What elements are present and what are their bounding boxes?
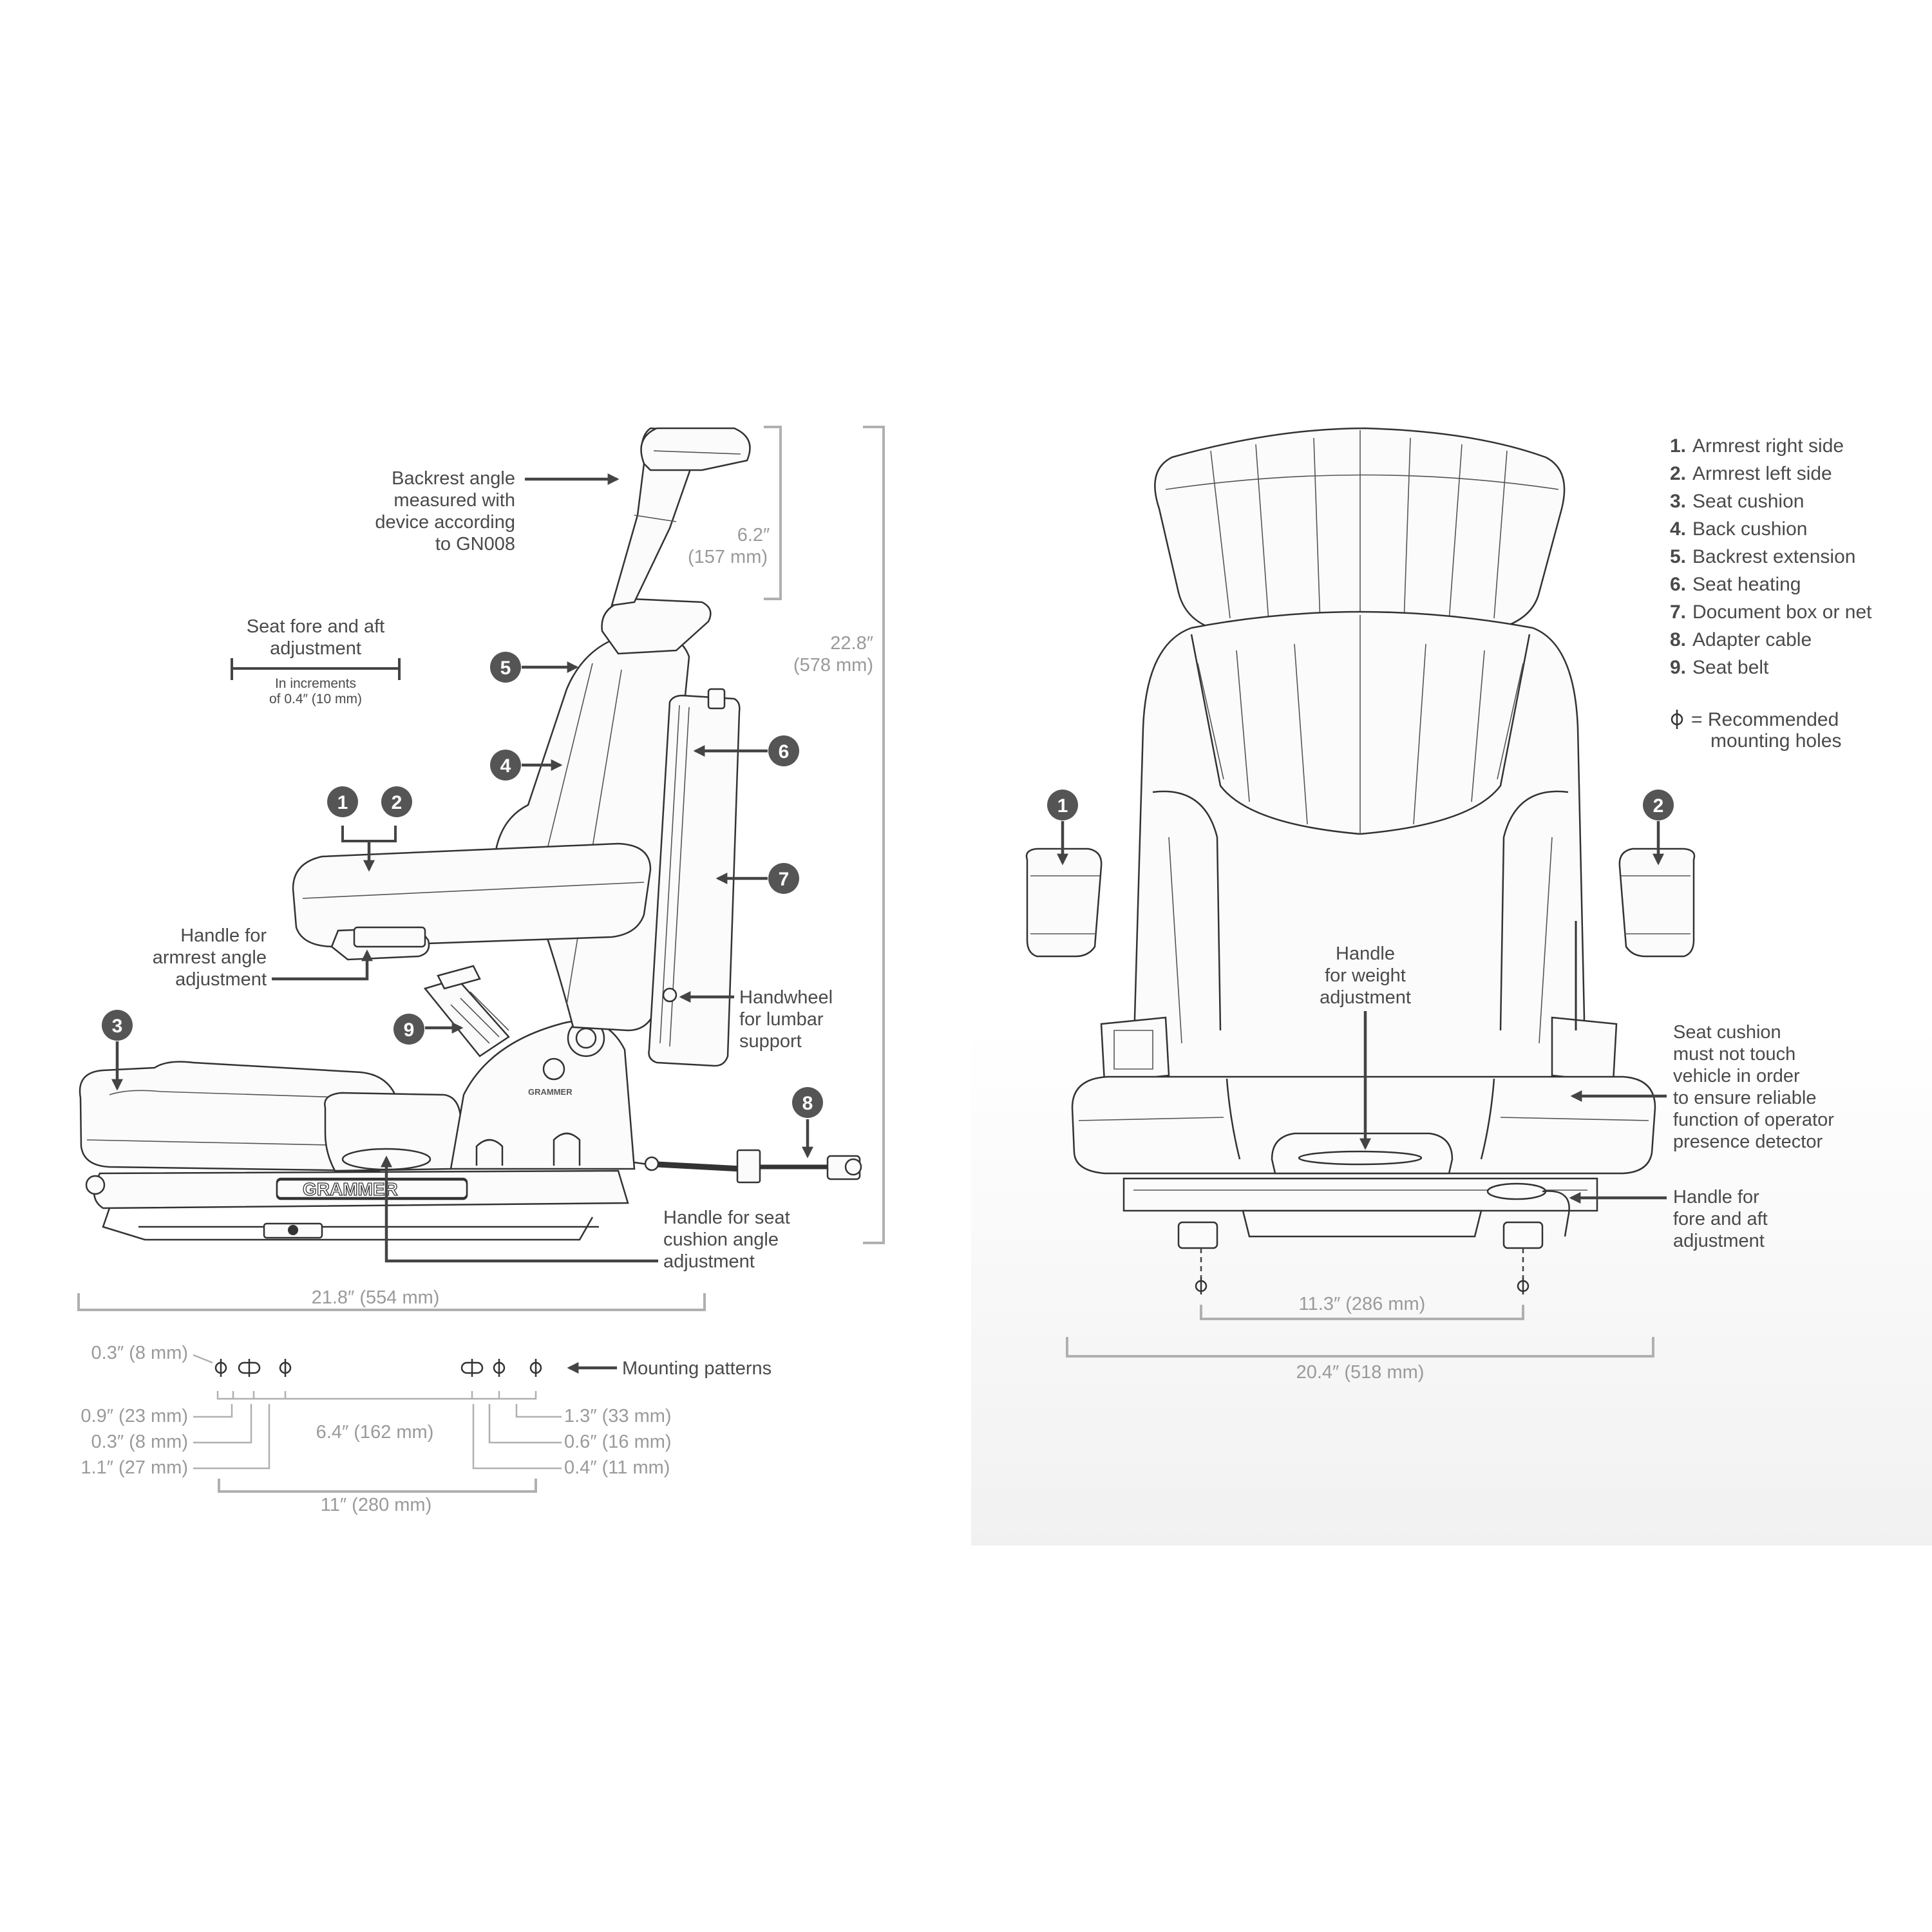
mounting-hole-icon (1671, 710, 1683, 729)
fore-aft-handle-label-line3: adjustment (1673, 1231, 1765, 1251)
legend-label-7: Document box or net (1692, 601, 1872, 623)
marker-6: 6 (779, 741, 790, 762)
cushion-note-line4: to ensure reliable (1673, 1088, 1816, 1108)
front-marker-2: 2 (1653, 795, 1664, 817)
legend-num-4: 4. (1670, 518, 1686, 540)
lumbar-label-line3: support (739, 1031, 802, 1052)
legend-label-8: Adapter cable (1692, 629, 1812, 650)
increments-label-line1: In increments (275, 676, 356, 691)
mounting-left-dim-3: 0.3″ (8 mm) (91, 1432, 188, 1452)
legend-num-7: 7. (1670, 601, 1686, 623)
marker-5: 5 (500, 658, 511, 679)
side-view-annotations: Backrest angle measured with device acco… (77, 426, 885, 1311)
backrest-angle-label-line2: measured with (393, 490, 515, 511)
legend-label-5: Backrest extension (1692, 546, 1855, 567)
fore-aft-label-line2: adjustment (270, 638, 361, 659)
cushion-note-line2: must not touch (1673, 1044, 1795, 1065)
front-view-annotations: Handle for weight adjustment Seat cushio… (1047, 790, 1834, 1383)
legend: 1. Armrest right side 2. Armrest left si… (1670, 435, 1872, 752)
dim-height-line1: 22.8″ (830, 633, 873, 654)
legend-label-9: Seat belt (1692, 657, 1769, 678)
side-base-brand: GRAMMER (303, 1179, 398, 1199)
legend-num-8: 8. (1670, 629, 1686, 650)
mounting-left-dim-2: 0.9″ (23 mm) (80, 1406, 188, 1426)
mounting-center-dim: 6.4″ (162 mm) (316, 1422, 434, 1443)
front-view-seat (1025, 427, 1696, 1294)
marker-2: 2 (392, 792, 402, 813)
weight-handle-label-line2: for weight (1325, 965, 1406, 986)
legend-num-3: 3. (1670, 491, 1686, 512)
legend-label-2: Armrest left side (1692, 463, 1832, 484)
legend-num-1: 1. (1670, 435, 1686, 457)
backrest-angle-label-line4: to GN008 (435, 534, 515, 554)
backrest-angle-label-line1: Backrest angle (392, 468, 515, 489)
marker-7: 7 (779, 869, 790, 890)
lumbar-label-line2: for lumbar (739, 1009, 824, 1030)
dim-extension-line1: 6.2″ (737, 525, 770, 545)
fore-aft-handle-label-line1: Handle for (1673, 1187, 1759, 1208)
fore-aft-handle-label-line2: fore and aft (1673, 1209, 1768, 1229)
dim-height-line2: (578 mm) (793, 655, 873, 676)
side-brand-badge: GRAMMER (528, 1087, 573, 1097)
mounting-left-dim-4: 1.1″ (27 mm) (80, 1457, 188, 1478)
dim-extension-line2: (157 mm) (688, 547, 768, 567)
dim-depth: 21.8″ (554 mm) (312, 1287, 440, 1308)
cushion-angle-label-line1: Handle for seat (663, 1208, 790, 1228)
legend-label-3: Seat cushion (1692, 491, 1804, 512)
weight-handle-label-line3: adjustment (1320, 987, 1411, 1008)
marker-9: 9 (404, 1019, 415, 1041)
mounting-right-dim-2: 0.6″ (16 mm) (564, 1432, 672, 1452)
mounting-total-dim: 11″ (280 mm) (321, 1495, 432, 1515)
cushion-note-line5: function of operator (1673, 1110, 1834, 1130)
legend-num-5: 5. (1670, 546, 1686, 567)
cushion-note-line6: presence detector (1673, 1132, 1823, 1152)
armrest-handle-label-line1: Handle for (180, 925, 267, 946)
marker-4: 4 (500, 755, 511, 777)
mounting-left-dim-1: 0.3″ (8 mm) (91, 1343, 188, 1363)
increments-label-line2: of 0.4″ (10 mm) (269, 692, 362, 706)
mounting-patterns-label: Mounting patterns (622, 1358, 772, 1379)
mounting-right-dim-3: 0.4″ (11 mm) (564, 1457, 670, 1478)
weight-handle-label-line1: Handle (1336, 943, 1395, 964)
lumbar-label-line1: Handwheel (739, 987, 833, 1008)
marker-3: 3 (112, 1016, 123, 1037)
dim-width: 20.4″ (518 mm) (1296, 1362, 1425, 1383)
legend-holes-line2: mounting holes (1710, 730, 1841, 752)
cushion-note-line1: Seat cushion (1673, 1022, 1781, 1043)
legend-num-2: 2. (1670, 463, 1686, 484)
cushion-angle-label-line2: cushion angle (663, 1229, 779, 1250)
legend-label-1: Armrest right side (1692, 435, 1844, 457)
cushion-angle-label-line3: adjustment (663, 1251, 755, 1272)
legend-num-6: 6. (1670, 574, 1686, 595)
marker-1: 1 (337, 792, 348, 813)
legend-num-9: 9. (1670, 657, 1686, 678)
legend-label-6: Seat heating (1692, 574, 1801, 595)
backrest-angle-label-line3: device according (375, 512, 515, 533)
legend-holes-line1: = Recommended (1691, 709, 1839, 730)
cushion-note-line3: vehicle in order (1673, 1066, 1800, 1086)
side-view-seat: GRAMMER GRAMMER (79, 427, 862, 1241)
dim-holes: 11.3″ (286 mm) (1299, 1294, 1426, 1314)
legend-label-4: Back cushion (1692, 518, 1807, 540)
armrest-handle-label-line3: adjustment (175, 969, 267, 990)
marker-8: 8 (802, 1093, 813, 1114)
mounting-patterns: Mounting patterns 6.4″ (162 mm) 0.3″ (8 … (80, 1343, 772, 1515)
mounting-right-dim-1: 1.3″ (33 mm) (564, 1406, 672, 1426)
front-marker-1: 1 (1057, 795, 1068, 817)
armrest-handle-label-line2: armrest angle (153, 947, 267, 968)
fore-aft-label-line1: Seat fore and aft (247, 616, 384, 637)
